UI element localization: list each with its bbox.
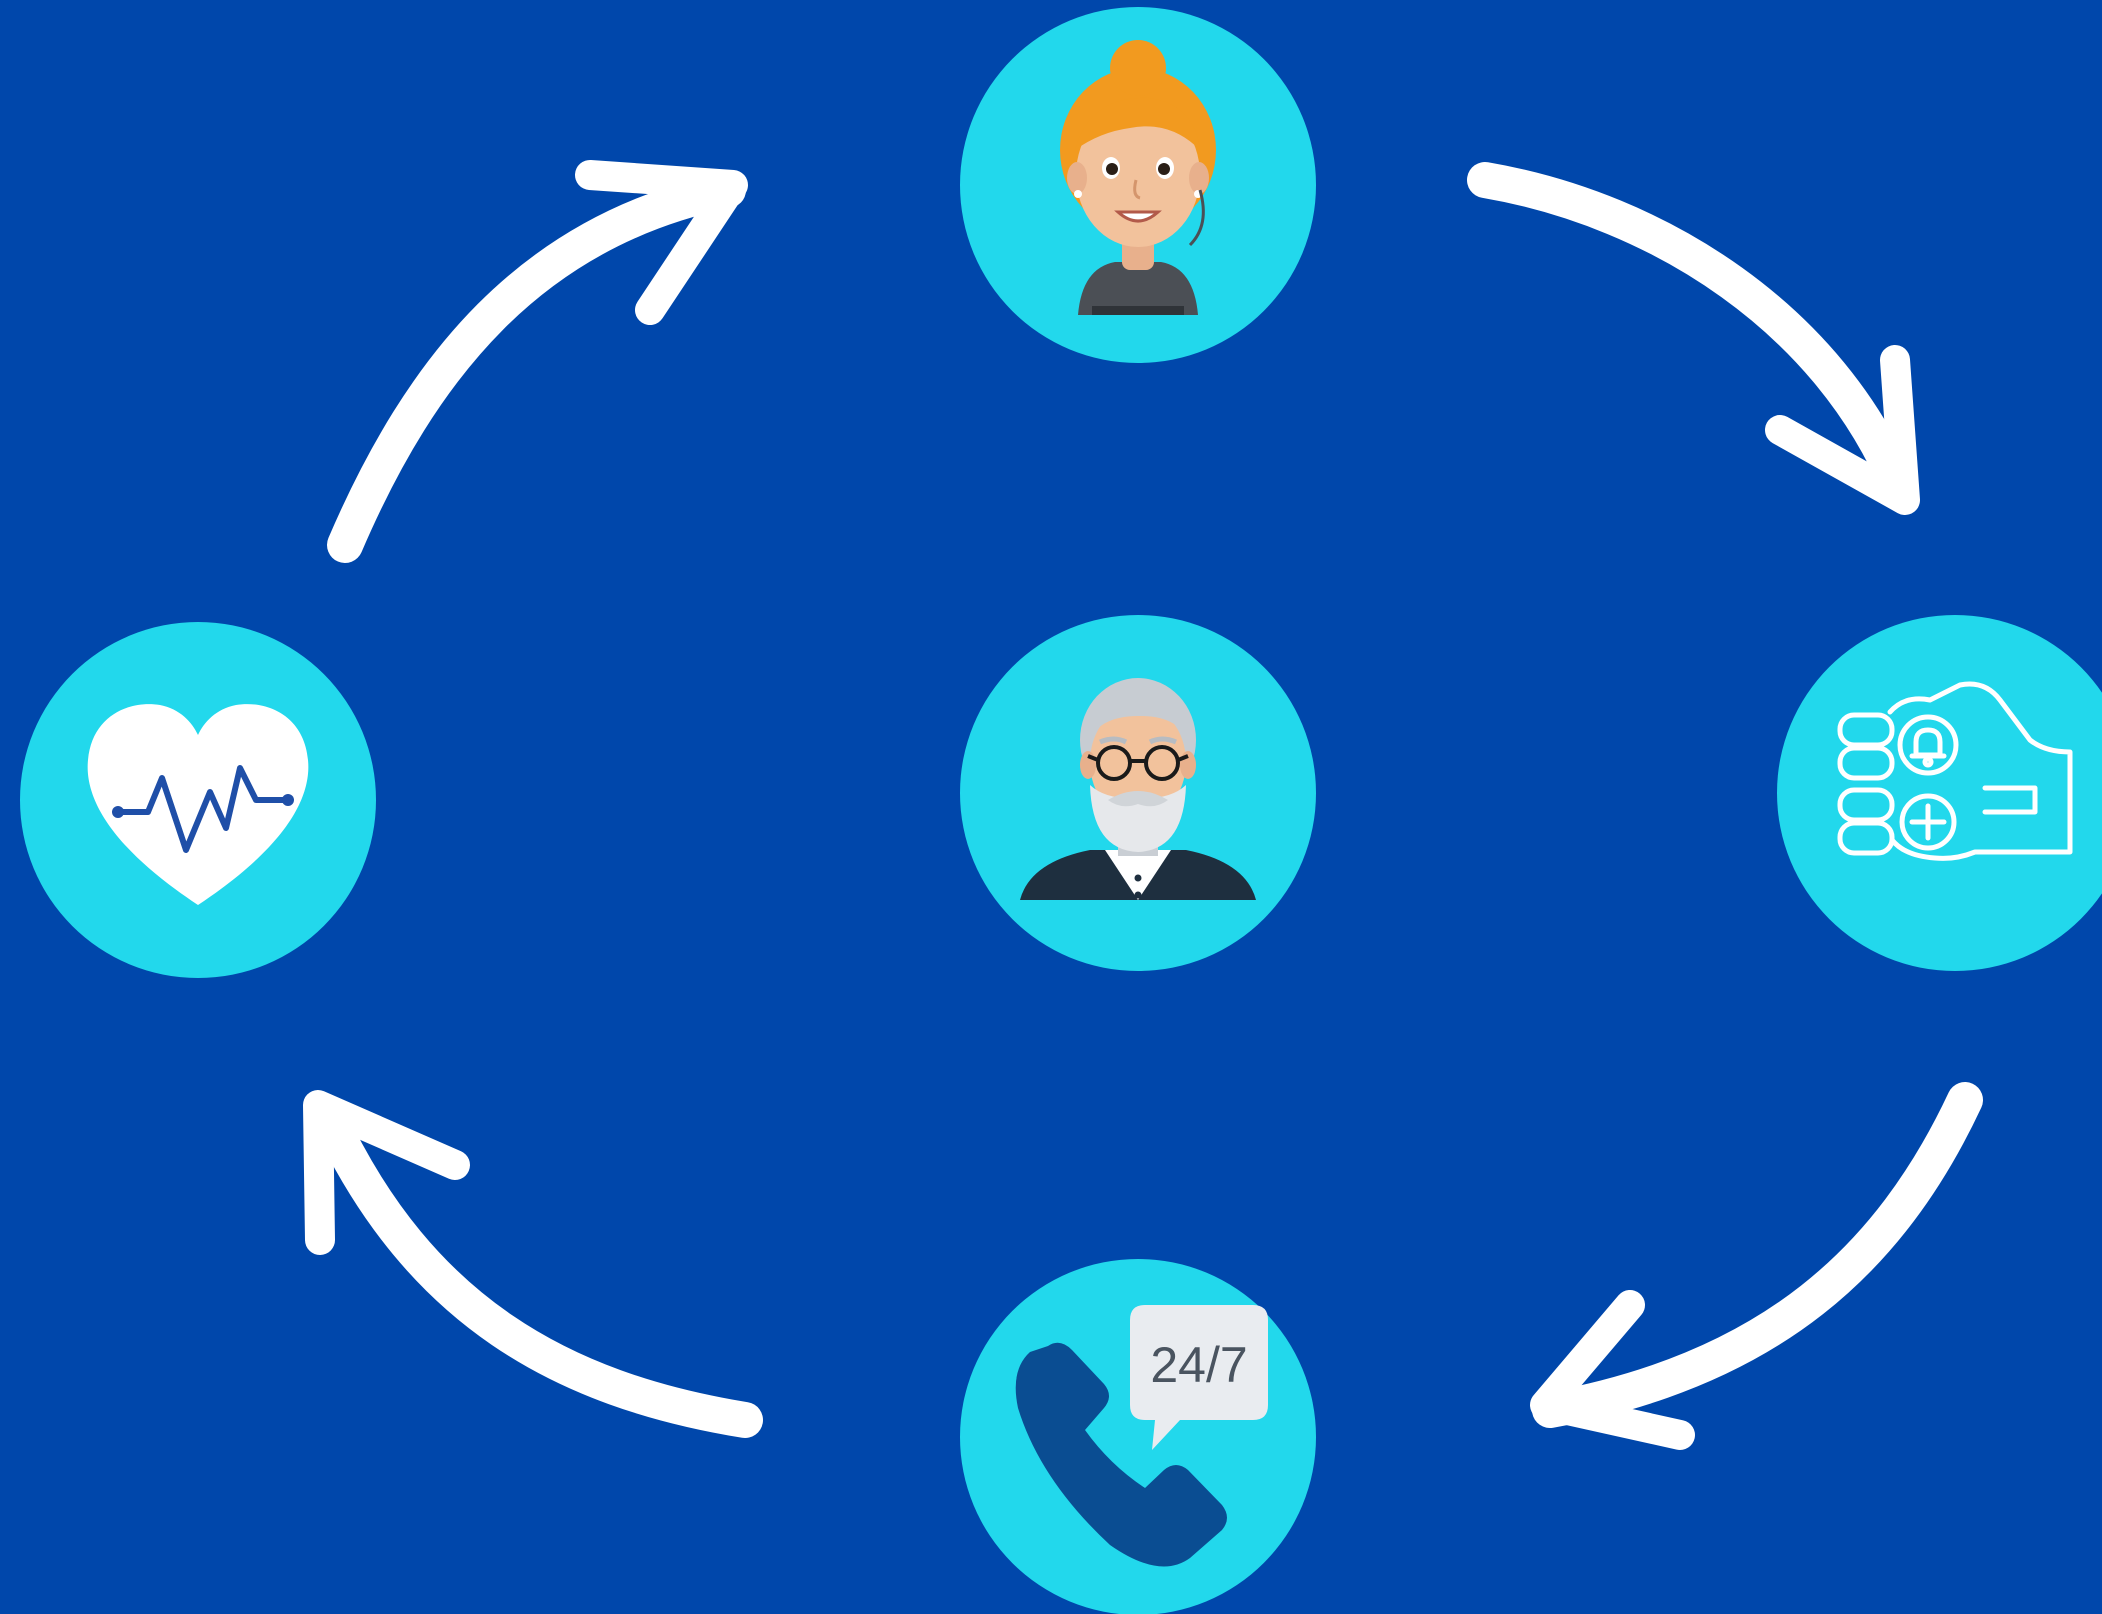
- caregiver-avatar-icon: [1060, 40, 1216, 315]
- cycle-arrows: [303, 160, 1983, 1450]
- node-health-monitor: [20, 622, 376, 978]
- node-caregiver: [960, 7, 1316, 363]
- arrow-health-to-caregiver: [327, 160, 748, 563]
- node-circle: [1777, 615, 2102, 971]
- hand-alarm-device-icon: [1837, 681, 2073, 861]
- senior-man-avatar-icon: [1020, 678, 1256, 900]
- phone-24-7-icon: 24/7: [1015, 1305, 1268, 1567]
- badge-24-7-label: 24/7: [1150, 1337, 1247, 1393]
- arrow-callcenter-to-health: [303, 1090, 763, 1438]
- heartbeat-icon: [87, 704, 309, 905]
- node-alarm-device: [1777, 615, 2102, 971]
- arrow-caregiver-to-alarm: [1467, 162, 1920, 515]
- arrow-alarm-to-callcenter: [1530, 1082, 1983, 1450]
- node-call-center: 24/7: [960, 1259, 1316, 1614]
- node-senior: [960, 615, 1316, 971]
